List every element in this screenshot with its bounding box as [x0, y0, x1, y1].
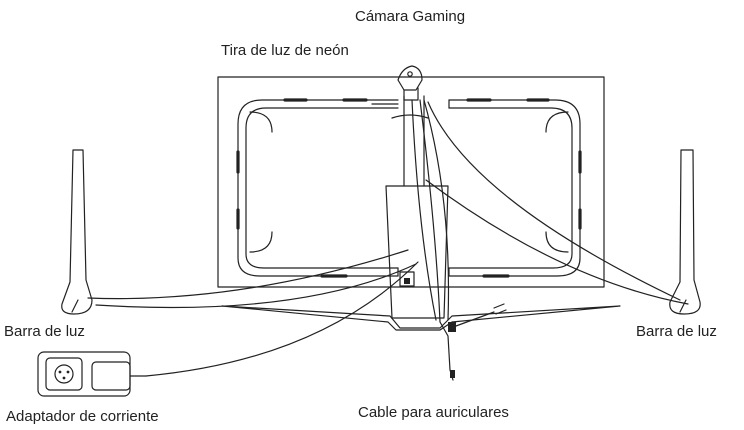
light-bar-right [669, 149, 701, 315]
light-bar-left-label: Barra de luz [4, 323, 85, 340]
monitor-back [217, 76, 605, 288]
monitor-stand [221, 95, 621, 331]
gaming-camera [397, 65, 423, 101]
neon-light-strip [237, 99, 581, 277]
camera-label: Cámara Gaming [355, 8, 466, 25]
light-bar-right-label: Barra de luz [636, 323, 717, 340]
power-adapter-label: Adaptador de corriente [6, 408, 159, 425]
cables [87, 99, 689, 381]
headphone-cable-label: Cable para auriculares [358, 404, 509, 421]
neon-strip-label: Tira de luz de neón [221, 42, 349, 59]
light-bar-left [61, 149, 93, 315]
neon-strip-connectors [236, 98, 582, 278]
connector-details [58, 278, 456, 380]
power-adapter [37, 351, 147, 397]
